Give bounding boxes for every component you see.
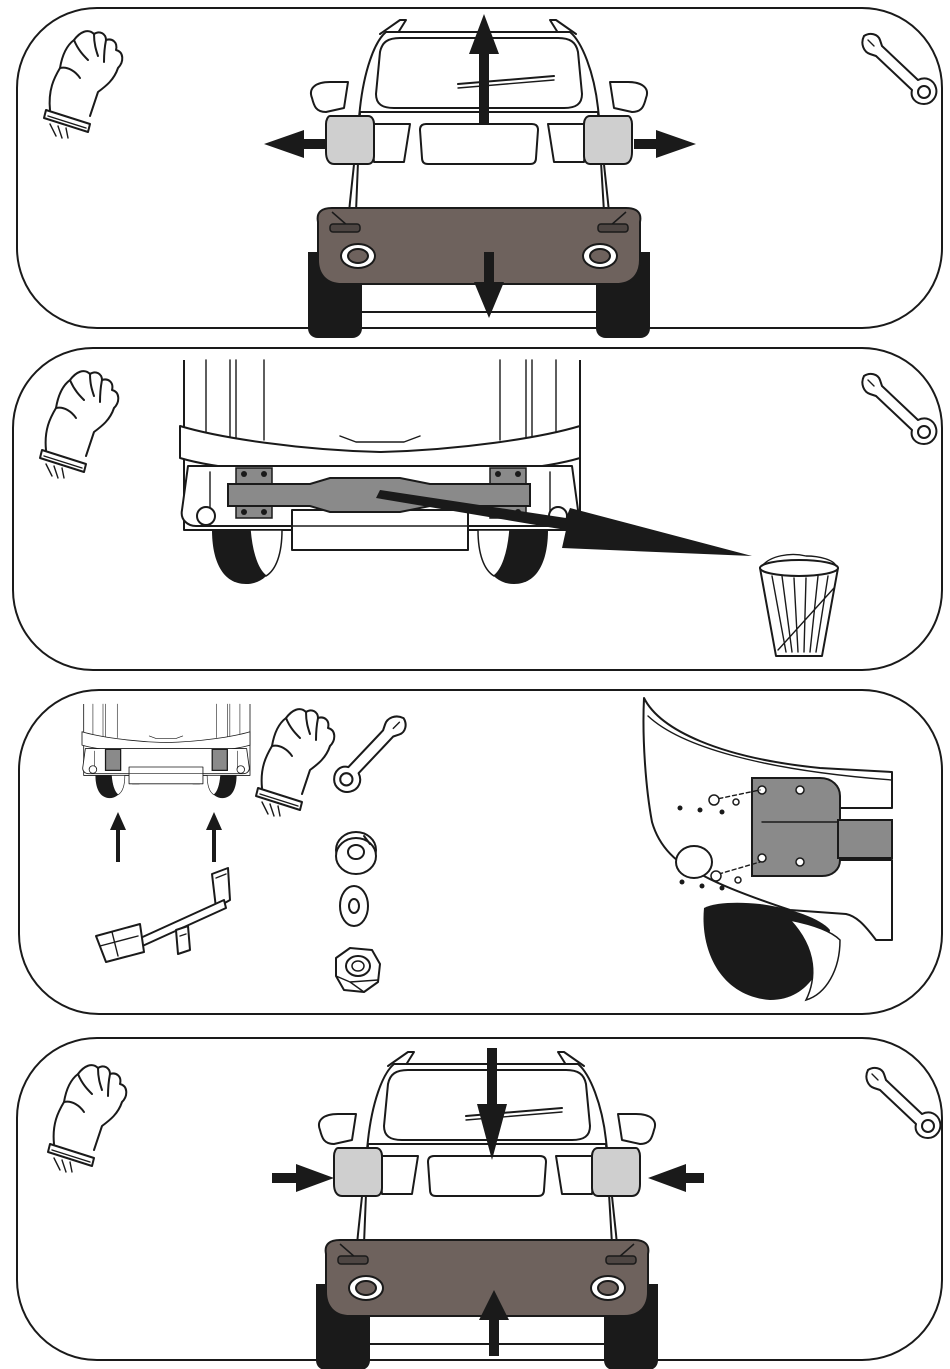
step-1-panel [17, 8, 942, 338]
hex-nut-icon [336, 948, 380, 992]
step-2-panel [13, 348, 942, 670]
step-4-panel [17, 1038, 942, 1369]
vehicle-underside-small [82, 704, 250, 798]
lock-washer-icon [336, 832, 376, 874]
step-3-panel [19, 690, 942, 1014]
flat-washer-icon [340, 886, 368, 926]
vehicle-underside [180, 360, 580, 584]
